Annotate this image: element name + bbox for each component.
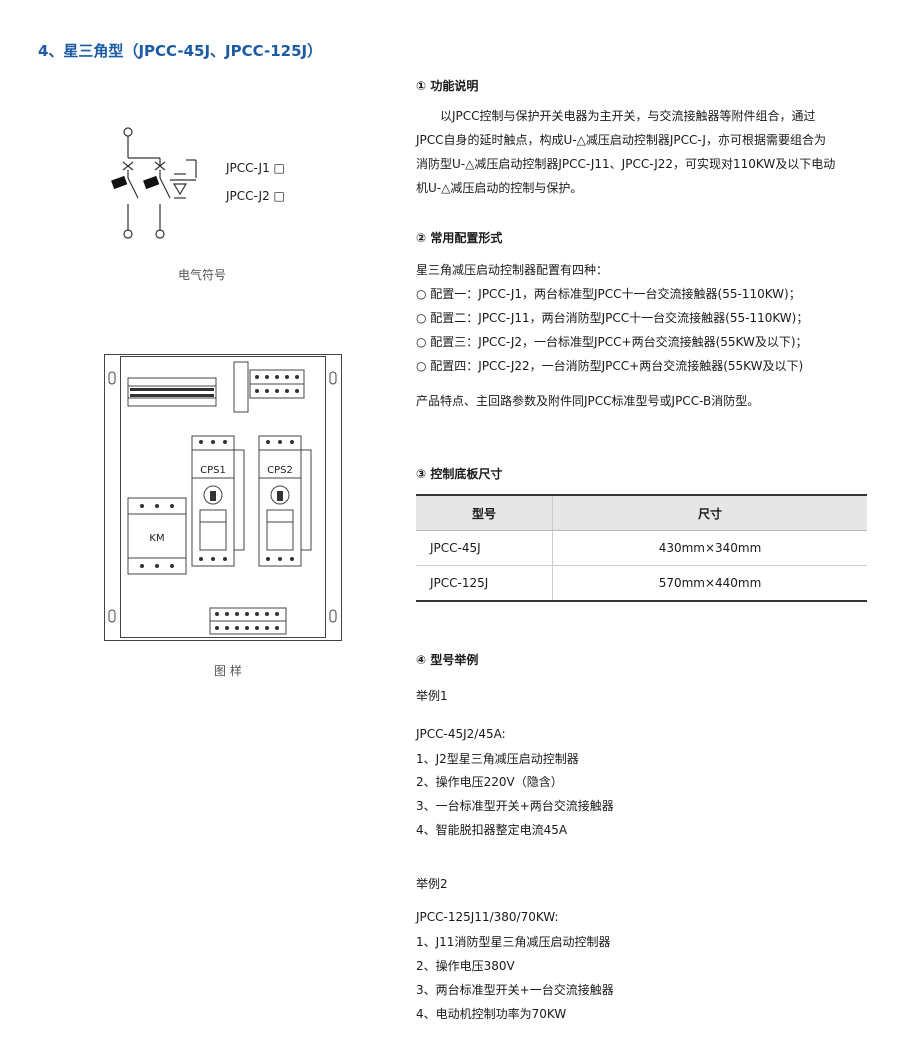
symbol-caption: 电气符号	[178, 268, 227, 282]
sample-caption: 图 样	[214, 664, 242, 678]
config-item-4: ○ 配置四：JPCC-J22，一台消防型JPCC+两台交流接触器(55KW及以下…	[416, 359, 804, 373]
size-table: 型号 尺寸 JPCC-45J 430mm×340mm JPCC-125J 570…	[416, 494, 867, 602]
example-1-item: 2、操作电压220V（隐含）	[416, 775, 563, 789]
section-4-heading: ④ 型号举例	[416, 653, 479, 667]
example-1-code: JPCC-45J2/45A:	[416, 727, 506, 741]
example-1-item: 3、一台标准型开关+两台交流接触器	[416, 799, 614, 813]
config-note: 产品特点、主回路参数及附件同JPCC标准型号或JPCC-B消防型。	[416, 394, 760, 408]
config-intro: 星三角减压启动控制器配置有四种：	[416, 263, 609, 277]
page-title: 4、星三角型（JPCC-45J、JPCC-125J）	[38, 42, 323, 60]
table-row: JPCC-45J 430mm×340mm	[416, 530, 867, 566]
function-description: 以JPCC控制与保护开关电器为主开关，与交流接触器等附件组合，通过 JPCC自身…	[416, 109, 836, 195]
example-2-title: 举例2	[416, 877, 448, 891]
example-1-title: 举例1	[416, 689, 448, 703]
table-row: JPCC-125J 570mm×440mm	[416, 565, 867, 602]
table-cell-size: 570mm×440mm	[552, 565, 867, 602]
section-2-heading: ② 常用配置形式	[416, 231, 503, 245]
control-panel-drawing: CPS1 CPS2 KM	[104, 354, 342, 641]
electrical-symbol-diagram	[111, 127, 197, 239]
example-2-item: 3、两台标准型开关+一台交流接触器	[416, 983, 614, 997]
example-2-item: 2、操作电压380V	[416, 959, 515, 973]
table-cell-size: 430mm×340mm	[552, 530, 867, 566]
symbol-label-j2: JPCC-J2 □	[226, 189, 285, 203]
section-3-heading: ③ 控制底板尺寸	[416, 467, 503, 481]
table-header-model: 型号	[416, 494, 553, 531]
table-cell-model: JPCC-45J	[416, 530, 553, 566]
example-1-item: 4、智能脱扣器整定电流45A	[416, 823, 568, 837]
table-header-size: 尺寸	[552, 494, 867, 531]
example-2-item: 1、J11消防型星三角减压启动控制器	[416, 935, 611, 949]
table-cell-model: JPCC-125J	[416, 565, 553, 602]
config-item-2: ○ 配置二：JPCC-J11，两台消防型JPCC十一台交流接触器(55-110K…	[416, 311, 809, 325]
example-2-item: 4、电动机控制功率为70KW	[416, 1007, 567, 1021]
example-1-item: 1、J2型星三角减压启动控制器	[416, 752, 579, 766]
config-item-1: ○ 配置一：JPCC-J1，两台标准型JPCC十一台交流接触器(55-110KW…	[416, 287, 801, 301]
cps2-label: CPS2	[267, 465, 293, 476]
table-header-row: 型号 尺寸	[416, 494, 867, 531]
config-item-3: ○ 配置三：JPCC-J2，一台标准型JPCC+两台交流接触器(55KW及以下)…	[416, 335, 808, 349]
km-label: KM	[149, 533, 164, 544]
example-2-code: JPCC-125J11/380/70KW:	[416, 910, 559, 924]
cps1-label: CPS1	[200, 465, 226, 476]
section-1-heading: ① 功能说明	[416, 79, 479, 93]
symbol-label-j1: JPCC-J1 □	[226, 161, 285, 175]
